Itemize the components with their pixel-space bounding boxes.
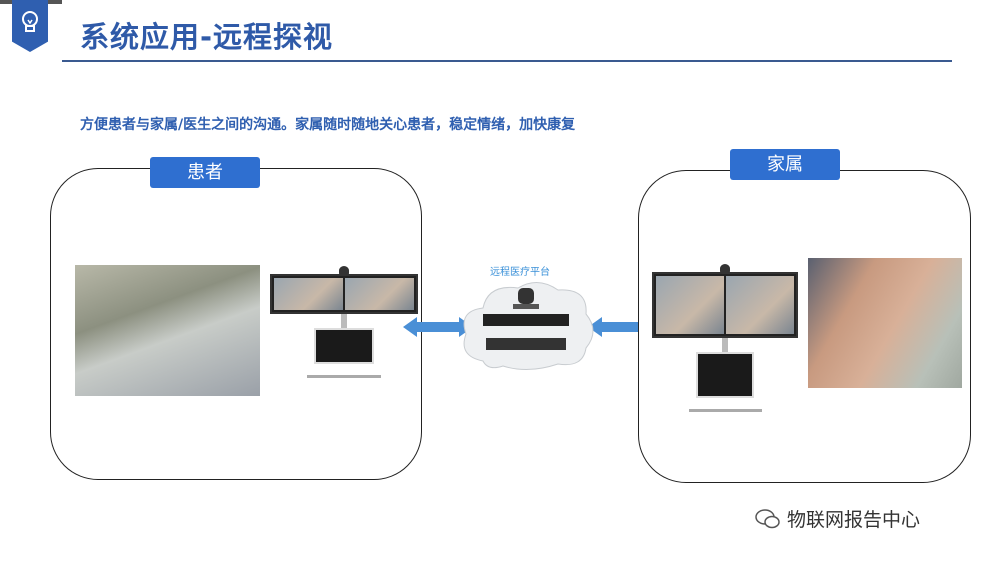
ribbon-badge: [12, 0, 48, 52]
lightbulb-icon: [22, 11, 38, 32]
title-divider: [62, 60, 952, 62]
camera-icon: [720, 264, 730, 273]
patient-photo: [75, 265, 260, 396]
page-title: 系统应用-远程探视: [80, 20, 334, 54]
wechat-icon: [755, 508, 780, 528]
patient-link-arrow: [403, 317, 473, 337]
patient-tag: 患者: [150, 157, 260, 188]
subtitle: 方便患者与家属/医生之间的沟通。家属随时随地关心患者，稳定情绪，加快康复: [80, 117, 576, 133]
gateway-server: [486, 338, 566, 350]
watermark-text: 物联网报告中心: [787, 509, 921, 531]
camera-icon: [339, 266, 349, 275]
family-tag: 家属: [730, 149, 840, 180]
patient-video-terminal: [270, 266, 418, 378]
family-video-terminal: [652, 264, 798, 412]
ptz-camera-icon: [513, 288, 539, 309]
watermark: 物联网报告中心: [755, 505, 920, 532]
cloud-platform: [463, 282, 594, 370]
family-photo: [808, 258, 962, 388]
mcu-server: [483, 314, 569, 326]
platform-label: 远程医疗平台: [490, 267, 550, 278]
